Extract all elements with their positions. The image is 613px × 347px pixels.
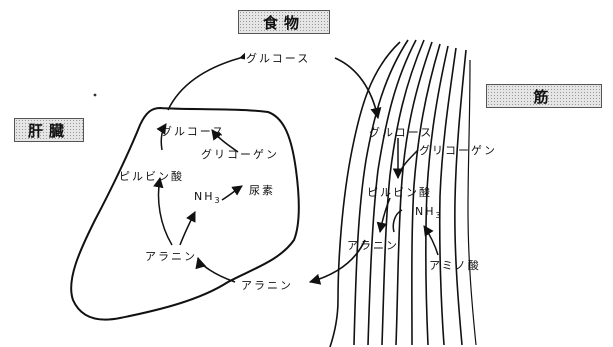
arc-food-to-muscle-glucose: [334, 57, 382, 120]
nh-subscript: 3: [214, 196, 222, 206]
liver-outline: [70, 106, 300, 321]
muscle-fibers: [329, 39, 477, 347]
label-urea: 尿素: [249, 184, 275, 197]
arrow-liver-pyruvate-to-glucose: [156, 123, 167, 151]
label-pyruvate-muscle: ピルビン酸: [367, 186, 432, 199]
label-nh3-muscle: NH3: [414, 205, 444, 220]
food-box: 食物: [238, 10, 330, 34]
label-alanine-liver: アラニン: [145, 250, 197, 263]
arc-alanine-to-bottom: [308, 239, 366, 285]
stray-dot: [93, 93, 97, 97]
arrow-liver-glycogen-to-glucose: [211, 129, 239, 153]
arrow-liver-alanine-to-pyruvate: [153, 176, 173, 246]
liver-box: 肝臓: [14, 118, 84, 142]
muscle-outline-left: [329, 41, 401, 347]
muscle-outline-right: [454, 49, 467, 346]
nh-subscript: 3: [435, 211, 443, 221]
muscle-box: 筋: [486, 84, 602, 108]
arrow-muscle-glycogen-to-pyruvate: [399, 149, 419, 173]
label-glycogen-muscle: グリコーゲン: [419, 144, 497, 157]
label-nh3-liver: NH3: [193, 190, 223, 205]
arrow-muscle-aminoacid-to-nh3: [423, 225, 439, 256]
label-glucose-top: グルコース: [245, 50, 312, 66]
label-alanine-bottom: アラニン: [240, 277, 294, 293]
arc-food-to-liver-glucose: [167, 49, 252, 111]
label-pyruvate-liver: ピルビン酸: [119, 170, 184, 183]
arrow-liver-nh3-to-urea: [221, 185, 243, 201]
label-alanine-muscle: アラニン: [347, 239, 399, 252]
label-amino-acid: アミノ酸: [429, 259, 481, 272]
arrow-liver-alanine-to-nh3: [179, 211, 196, 246]
label-glucose-muscle: グルコース: [369, 126, 434, 139]
label-glycogen-liver: グリコーゲン: [201, 148, 279, 161]
nh-text: NH: [415, 205, 436, 218]
arc-bottom-to-liver-alanine: [195, 256, 236, 283]
label-glucose-liver: グルコース: [161, 125, 226, 138]
arrow-muscle-nh3-to-alanine: [392, 209, 403, 233]
arrow-muscle-pyruvate-to-alanine: [376, 197, 391, 234]
nh-text: NH: [194, 190, 215, 203]
